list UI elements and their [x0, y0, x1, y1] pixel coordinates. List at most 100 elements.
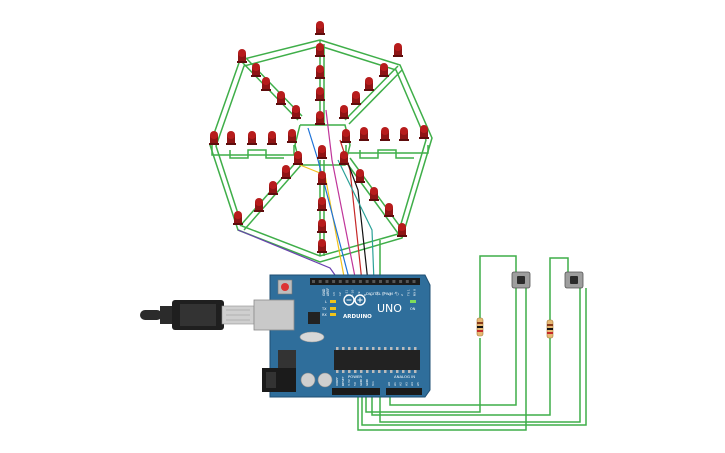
digital-pin-label: RX 0	[413, 289, 417, 296]
digital-pin-label: 7	[369, 294, 373, 296]
wire-gnd-loop	[357, 288, 527, 431]
analog-pin-label: A3	[404, 382, 408, 386]
pin-hole	[332, 280, 336, 283]
led[interactable]	[251, 63, 261, 77]
led[interactable]	[397, 223, 407, 237]
led[interactable]	[355, 169, 365, 183]
led[interactable]	[317, 145, 327, 159]
spoke-left-loop	[229, 149, 284, 159]
octagon-outline	[209, 39, 433, 263]
digital-pin-label: TX 1	[406, 289, 410, 297]
led[interactable]	[339, 151, 349, 165]
digital-pin-label: 4	[388, 294, 392, 296]
led[interactable]	[341, 129, 351, 143]
analog-pin-label: A2	[399, 382, 403, 386]
power-pin-label: Vin	[371, 381, 375, 386]
arduino-uno-board[interactable]: ARDUINO UNO DIGITAL (PWM ~) POWER ANALOG…	[253, 274, 431, 398]
led[interactable]	[293, 151, 303, 165]
crystal	[299, 331, 325, 343]
capacitor-2	[317, 372, 333, 388]
wire-blue	[307, 127, 351, 283]
power-pin-label: IOREF	[335, 377, 339, 386]
led[interactable]	[237, 49, 247, 63]
led[interactable]	[317, 171, 327, 185]
led[interactable]	[359, 127, 369, 141]
regulator	[278, 350, 296, 368]
button-wiring	[357, 255, 587, 431]
led-l	[330, 300, 336, 303]
led[interactable]	[364, 77, 374, 91]
led[interactable]	[399, 127, 409, 141]
led[interactable]	[233, 211, 243, 225]
led[interactable]	[317, 197, 327, 211]
led[interactable]	[315, 87, 325, 101]
led[interactable]	[291, 105, 301, 119]
spoke-tr-a	[348, 69, 403, 125]
reset-button-icon[interactable]	[277, 279, 293, 295]
led[interactable]	[315, 43, 325, 57]
pin-hole	[385, 280, 389, 283]
pin-hole	[358, 280, 362, 283]
pin-hole	[399, 280, 403, 283]
digital-pin-label: 13	[332, 292, 336, 296]
pin-hole	[338, 280, 342, 283]
led[interactable]	[317, 239, 327, 253]
led[interactable]	[351, 91, 361, 105]
digital-pin-label: ~5	[382, 291, 386, 296]
led-rx	[330, 313, 336, 316]
wire-btn2-top	[549, 257, 569, 320]
led[interactable]	[287, 129, 297, 143]
resistor-2[interactable]	[546, 319, 554, 339]
model-label: UNO	[377, 302, 402, 315]
analog-header	[386, 388, 422, 395]
wire-black	[345, 157, 369, 283]
led[interactable]	[315, 65, 325, 79]
led[interactable]	[380, 127, 390, 141]
led[interactable]	[209, 131, 219, 145]
spoke-left	[211, 145, 295, 156]
wire-btn2-bottom	[379, 288, 581, 423]
led[interactable]	[419, 125, 429, 139]
digital-pin-label: ~11	[344, 290, 348, 296]
usb-cable-icon	[140, 300, 255, 330]
led[interactable]	[369, 187, 379, 201]
led[interactable]	[317, 219, 327, 233]
led[interactable]	[379, 63, 389, 77]
capacitor-1	[300, 372, 316, 388]
led[interactable]	[315, 21, 325, 35]
infinity-logo-icon	[343, 294, 366, 306]
led[interactable]	[384, 203, 394, 217]
power-header	[332, 388, 380, 395]
pushbutton-1[interactable]	[511, 271, 531, 289]
led[interactable]	[254, 198, 264, 212]
power-label: POWER	[348, 374, 362, 379]
led[interactable]	[247, 131, 257, 145]
pin-hole	[352, 280, 356, 283]
led[interactable]	[226, 131, 236, 145]
pin-hole	[405, 280, 409, 283]
wire-5v-loop	[361, 288, 587, 426]
dc-barrel-jack-icon	[262, 368, 296, 392]
led[interactable]	[267, 131, 277, 145]
led[interactable]	[281, 165, 291, 179]
led[interactable]	[315, 111, 325, 125]
led[interactable]	[393, 43, 403, 57]
led[interactable]	[339, 105, 349, 119]
spoke-bl-a	[243, 163, 303, 231]
pin-hole	[325, 280, 329, 283]
led[interactable]	[276, 91, 286, 105]
pushbutton-2[interactable]	[564, 271, 584, 289]
power-pin-label: 5V	[353, 381, 357, 386]
led[interactable]	[261, 77, 271, 91]
led[interactable]	[268, 181, 278, 195]
digital-pin-holes	[312, 280, 416, 283]
led-on	[410, 300, 416, 303]
resistor-1[interactable]	[476, 317, 484, 337]
wire-res2-bottom	[371, 338, 551, 416]
digital-pin-label: 12	[338, 292, 342, 296]
digital-pin-label: ~3	[394, 291, 398, 296]
rx-label: RX	[322, 313, 327, 317]
